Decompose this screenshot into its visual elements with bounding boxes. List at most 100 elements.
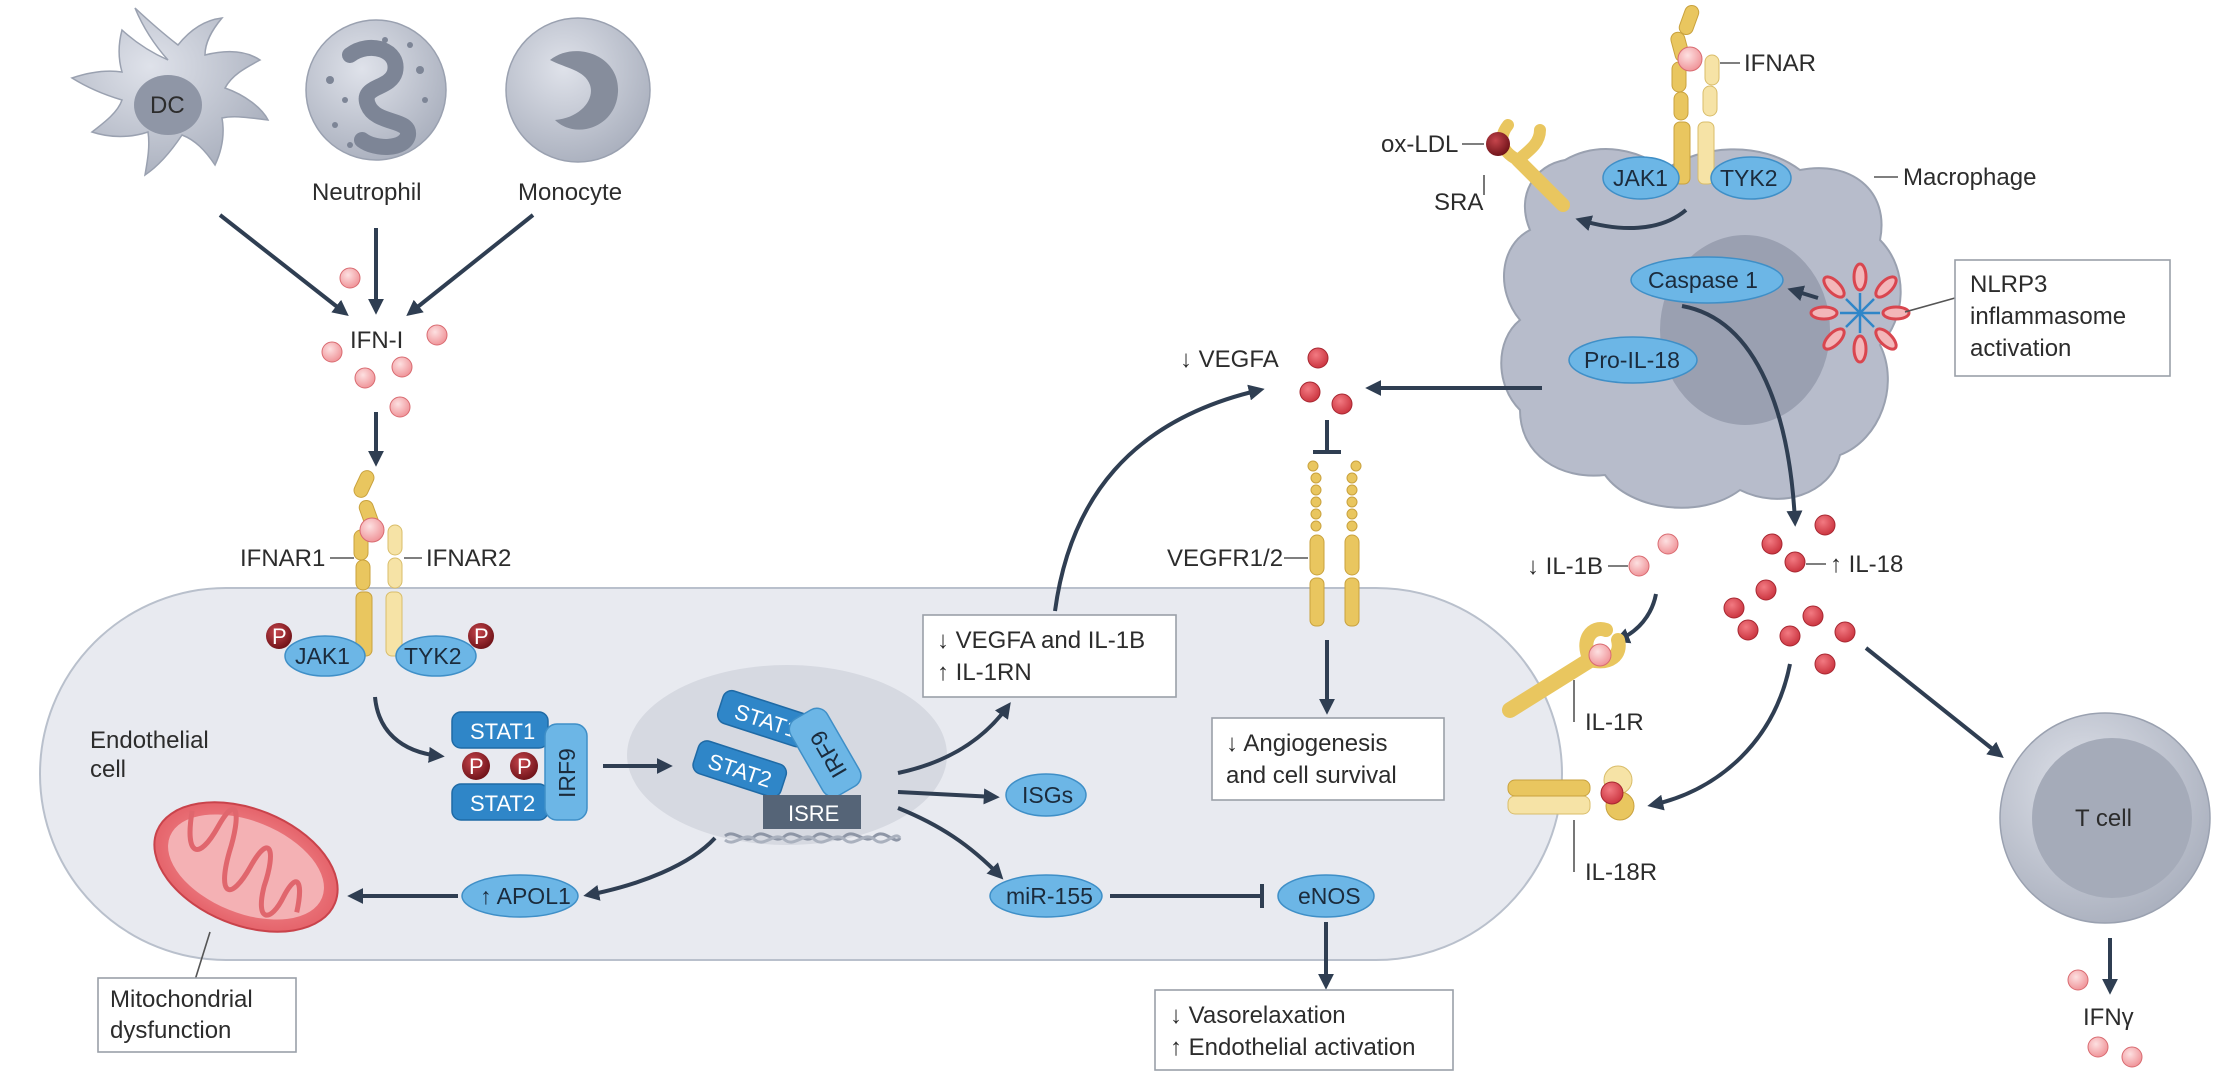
il18-molecule xyxy=(1834,621,1856,643)
nlrp3-line1: NLRP3 xyxy=(1970,271,2047,298)
angio-line1: ↓ Angiogenesis xyxy=(1226,730,1387,757)
nlrp3-line3: activation xyxy=(1970,335,2071,362)
jak1-label: JAK1 xyxy=(295,643,350,669)
vegfr-receptor xyxy=(1307,460,1362,627)
ifng-molecule xyxy=(2067,969,2089,991)
arrow-to-apol1 xyxy=(583,836,717,901)
pro-il18-node xyxy=(1568,336,1698,384)
il1r-label: IL-1R xyxy=(1585,709,1644,736)
arrow-il1b-to-il1r xyxy=(1613,593,1658,644)
ifn-molecule xyxy=(339,267,361,289)
monocyte-label: Monocyte xyxy=(518,179,622,206)
il18-molecule xyxy=(1737,619,1759,641)
ifn-molecule xyxy=(321,341,343,363)
arrow-jak-to-stat xyxy=(373,696,445,763)
arrow-il18-to-il18r xyxy=(1647,663,1792,811)
arrow-monocyte-to-ifn xyxy=(406,213,535,316)
phospho-label: P xyxy=(469,754,484,779)
apol1-label: ↑ APOL1 xyxy=(480,883,571,909)
dc-label: DC xyxy=(150,92,185,119)
t-cell: T cell xyxy=(1999,712,2211,924)
caspase1-label: Caspase 1 xyxy=(1648,267,1758,293)
isre-label: ISRE xyxy=(788,801,839,826)
endothelial-cell-label: Endothelial xyxy=(90,727,209,754)
angiogenesis-box xyxy=(1211,717,1445,801)
phospho-label: P xyxy=(272,624,287,649)
mir155-label: miR-155 xyxy=(1006,883,1093,909)
endothelial-cell-label-2: cell xyxy=(90,756,126,783)
il18-label: ↑ IL-18 xyxy=(1830,551,1903,578)
phospho-label: P xyxy=(517,754,532,779)
mito-line1: Mitochondrial xyxy=(110,986,253,1013)
arrow-dc-to-ifn xyxy=(218,213,349,316)
ox-ldl-molecule xyxy=(1486,132,1510,156)
il18r-label: IL-18R xyxy=(1585,859,1657,886)
ifnar-receptor xyxy=(353,470,403,657)
enos-node xyxy=(1277,874,1375,918)
ifnar2-label: IFNAR2 xyxy=(426,545,511,572)
il1b-label: ↓ IL-1B xyxy=(1527,553,1603,580)
phospho-jak1 xyxy=(266,623,292,649)
macrophage-label: Macrophage xyxy=(1903,164,2036,191)
pro-il18-label: Pro-IL-18 xyxy=(1584,347,1680,373)
il18-molecule xyxy=(1802,605,1824,627)
arrow-box-to-vegfa xyxy=(1053,384,1265,612)
mito-dysfunction-box xyxy=(97,977,297,1053)
macrophage-ifnar xyxy=(1670,4,1720,185)
il18-molecule xyxy=(1814,514,1836,536)
il18-molecule xyxy=(1755,579,1777,601)
isre-element xyxy=(763,795,861,829)
ifn-i-label: IFN-I xyxy=(350,327,403,354)
phospho-label: P xyxy=(474,624,489,649)
vegfa-il1b-line2: ↑ IL-1RN xyxy=(937,659,1032,686)
neutrophil-label: Neutrophil xyxy=(312,179,421,206)
nlrp3-leader xyxy=(1904,297,1956,313)
dna-strand xyxy=(724,832,902,842)
vegfr-label: VEGFR1/2 xyxy=(1167,545,1283,572)
mito-leader xyxy=(194,931,211,981)
arrow-il18-to-tcell xyxy=(1864,646,2004,758)
isgs-label: ISGs xyxy=(1022,782,1073,808)
dc-cell: DC xyxy=(70,7,270,177)
mir155-node xyxy=(989,874,1103,918)
il1b-molecule xyxy=(1657,533,1679,555)
sra-label: SRA xyxy=(1434,189,1483,216)
il1r-receptor xyxy=(1502,622,1626,718)
vegfa-molecule xyxy=(1299,381,1321,403)
ifnar1-label: IFNAR1 xyxy=(240,545,325,572)
ifng-label: IFNγ xyxy=(2083,1004,2134,1031)
arrow-caspase-to-il18 xyxy=(1681,304,1803,527)
vegfa-il1b-line1: ↓ VEGFA and IL-1B xyxy=(937,627,1145,654)
ox-ldl-label: ox-LDL xyxy=(1381,131,1458,158)
nlrp3-line2: inflammasome xyxy=(1970,303,2126,330)
ifn-molecule xyxy=(389,396,411,418)
caspase1-node xyxy=(1630,256,1784,304)
jak1-protein xyxy=(284,635,366,677)
jak1-label: JAK1 xyxy=(1613,165,1668,191)
vegfa-label: ↓ VEGFA xyxy=(1180,346,1279,373)
isgs-node xyxy=(1005,773,1087,817)
ifn-molecule xyxy=(354,367,376,389)
vegfa-molecule xyxy=(1331,393,1353,415)
arrow-to-vegfa-box xyxy=(897,702,1011,775)
monocyte-cell: Monocyte xyxy=(505,17,651,206)
arrow-to-mir155 xyxy=(897,806,1004,880)
il1b-molecule xyxy=(1628,555,1650,577)
stat1-label: STAT1 xyxy=(470,719,535,744)
ifng-molecule xyxy=(2087,1036,2109,1058)
nlrp3-box xyxy=(1954,259,2171,377)
vegfa-il1b-box xyxy=(922,614,1177,698)
arrow-nlrp3-to-caspase xyxy=(1787,285,1819,301)
stat1-stat2-irf9-complex: STAT1 STAT2 IRF9 P P xyxy=(451,711,588,821)
stat2-label: STAT2 xyxy=(470,791,535,816)
ifn-molecule xyxy=(426,324,448,346)
tyk2-label: TYK2 xyxy=(404,643,462,669)
vaso-line2: ↑ Endothelial activation xyxy=(1170,1034,1415,1061)
phospho-tyk2 xyxy=(468,623,494,649)
enos-label: eNOS xyxy=(1298,883,1361,909)
tyk2-label: TYK2 xyxy=(1720,165,1778,191)
neutrophil-cell: Neutrophil xyxy=(305,19,447,206)
apol1-node xyxy=(461,874,579,918)
tyk2-protein xyxy=(395,635,477,677)
